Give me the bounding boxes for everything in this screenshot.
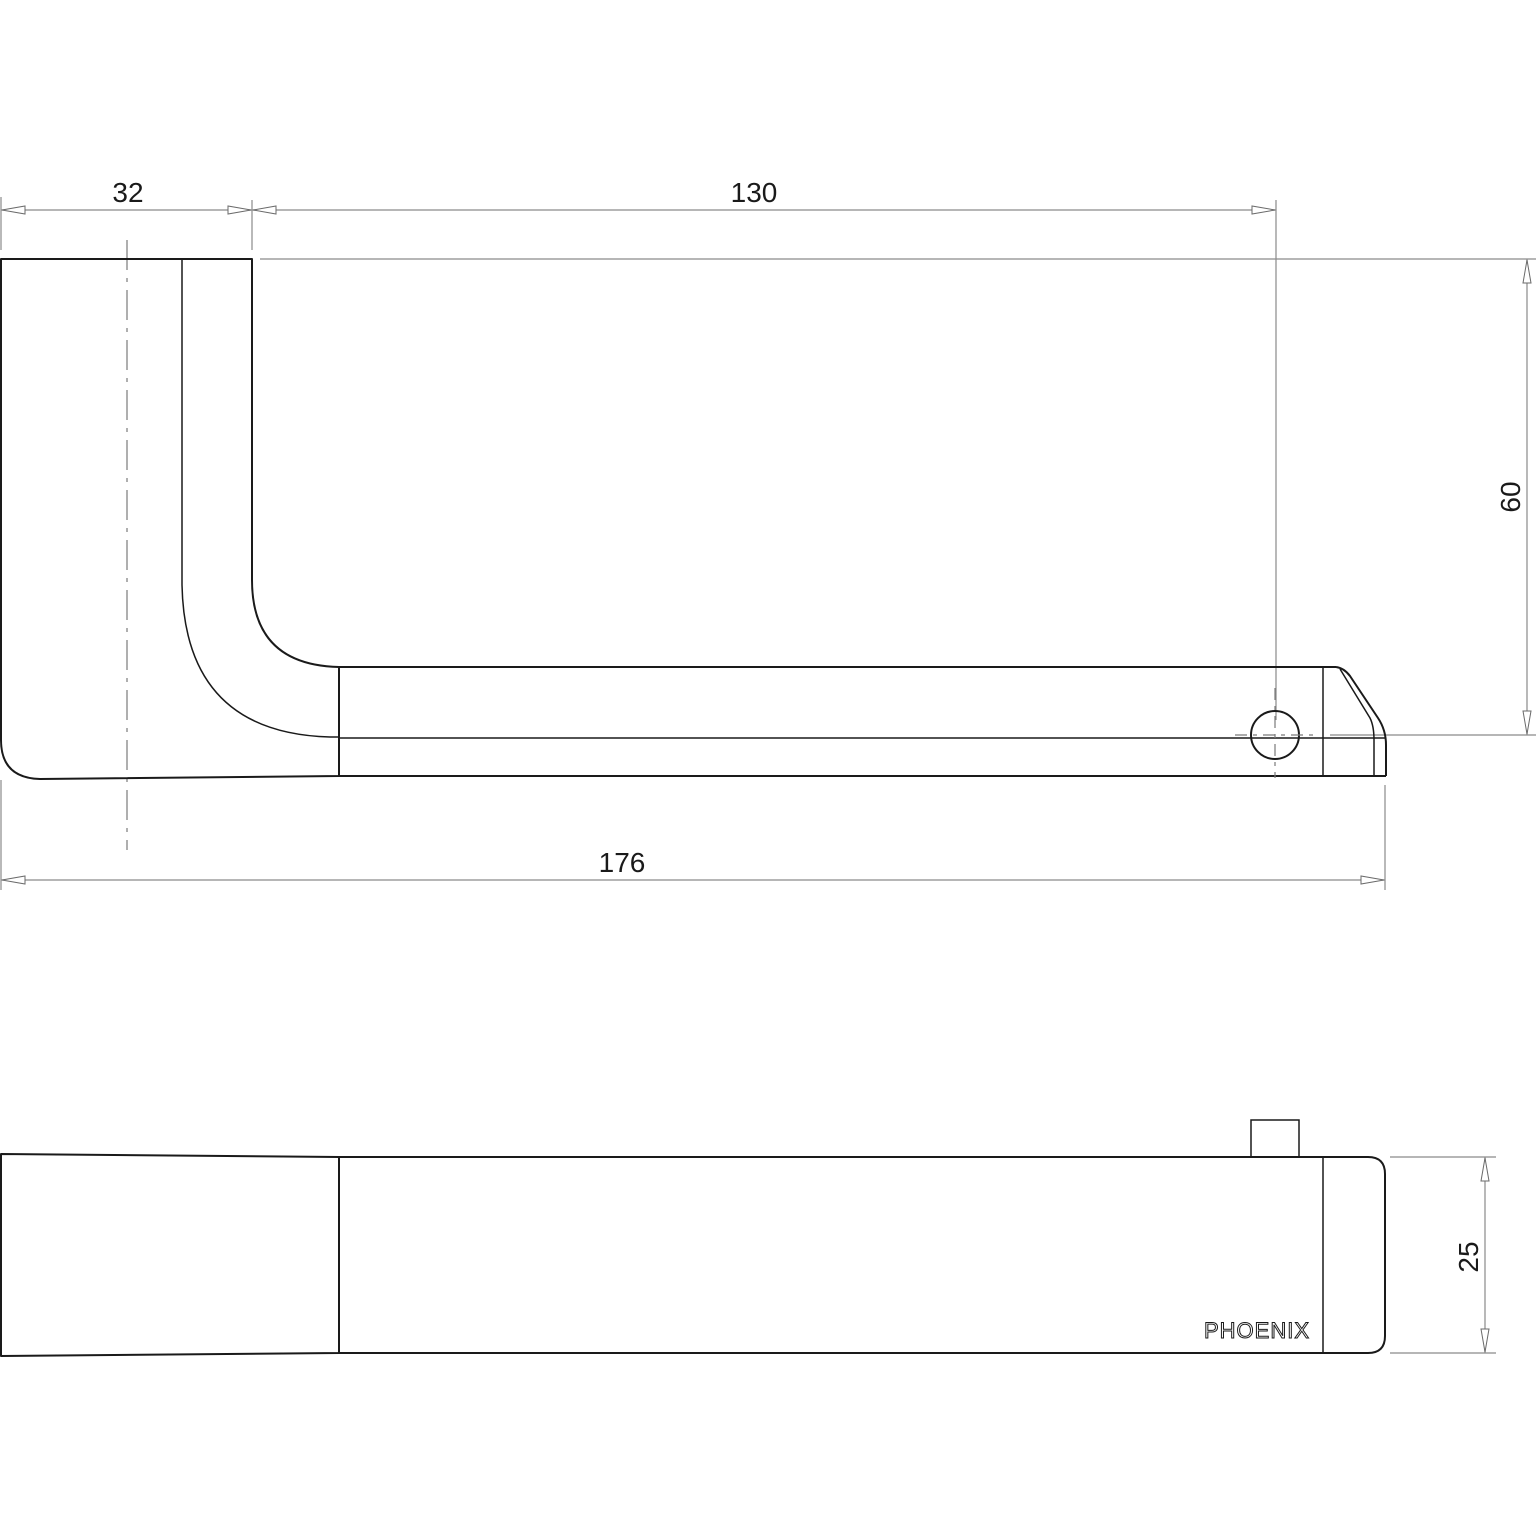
dimension-label: 25	[1453, 1241, 1484, 1272]
end-cap-inner	[1339, 668, 1375, 776]
arrow-icon	[1480, 1328, 1490, 1353]
arm-body-outline	[339, 1156, 1386, 1354]
dimension-height: 60	[1495, 259, 1532, 735]
front-view: 32 130 60 176	[0, 177, 1536, 890]
pin-stub	[1250, 1119, 1300, 1158]
arrow-icon	[1, 875, 26, 885]
dimension-base-width: 32	[1, 177, 252, 215]
base-plate-outline	[0, 258, 340, 780]
arrow-icon	[252, 205, 277, 215]
end-cap-outline	[1335, 666, 1387, 776]
brand-label: PHOENIX	[1204, 1318, 1310, 1343]
dimension-overall-length: 176	[1, 847, 1385, 885]
pin-hole	[1235, 688, 1318, 778]
dimension-arm-length: 130	[252, 177, 1276, 215]
arrow-icon	[1360, 875, 1385, 885]
arm-neck-outline	[181, 259, 339, 738]
arrow-icon	[1, 205, 26, 215]
arrow-icon	[1522, 710, 1532, 735]
dimension-label: 130	[731, 177, 778, 208]
base-block-outline	[0, 1153, 340, 1357]
top-view: PHOENIX 25	[0, 1119, 1496, 1357]
arrow-icon	[1522, 259, 1532, 284]
arrow-icon	[227, 205, 252, 215]
dimension-depth: 25	[1453, 1157, 1490, 1353]
dimension-label: 32	[112, 177, 143, 208]
dimension-label: 176	[599, 847, 646, 878]
dimension-label: 60	[1495, 481, 1526, 512]
arm	[339, 666, 1387, 777]
arrow-icon	[1251, 205, 1276, 215]
arrow-icon	[1480, 1157, 1490, 1182]
